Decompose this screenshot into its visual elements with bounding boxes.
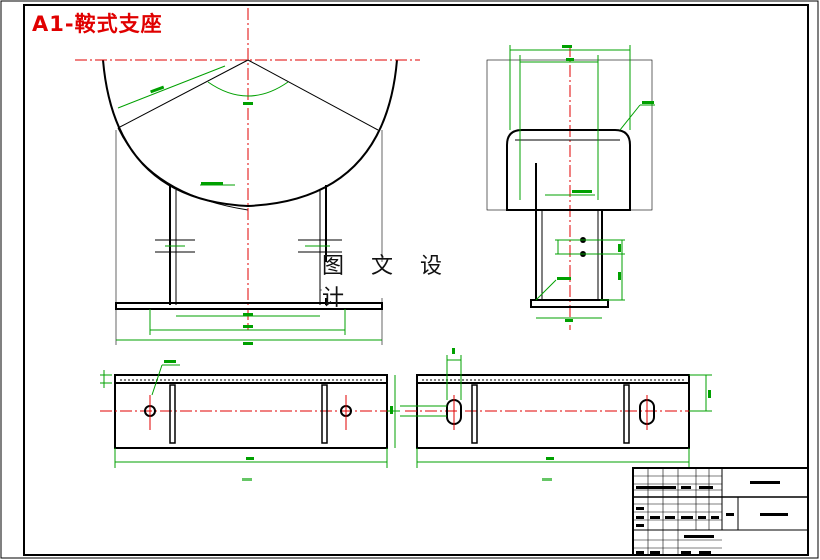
saddle-inner-arc	[117, 127, 249, 211]
watermark-text: 图 文 设 计	[322, 254, 490, 311]
side-saddle	[506, 129, 631, 211]
title-block	[632, 467, 809, 556]
saddle-arc	[102, 59, 398, 208]
drawing-title: A1-鞍式支座	[32, 12, 163, 36]
side-view	[486, 45, 655, 330]
plan-view-right	[400, 348, 712, 481]
front-view	[75, 8, 420, 345]
plan-view-left	[100, 360, 400, 481]
inner-frame	[23, 4, 809, 556]
